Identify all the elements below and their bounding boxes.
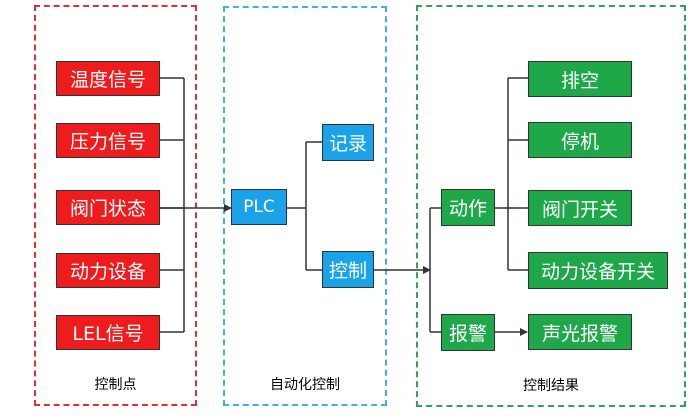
node-power-equipment: 动力设备: [56, 253, 160, 288]
node-shutdown: 停机: [528, 122, 632, 158]
node-action: 动作: [441, 189, 495, 226]
node-temperature-signal: 温度信号: [56, 61, 160, 96]
node-plc: PLC: [231, 189, 287, 225]
group-control-points: 控制点: [34, 5, 197, 406]
node-valve-switch: 阀门开关: [528, 190, 632, 226]
node-exhaust: 排空: [528, 61, 632, 97]
group-label-control-points: 控制点: [94, 377, 137, 393]
node-sound-light-alarm: 声光报警: [528, 314, 632, 350]
group-label-automation: 自动化控制: [270, 377, 340, 393]
node-record: 记录: [322, 124, 374, 161]
node-lel-signal: LEL信号: [56, 315, 160, 350]
node-control: 控制: [322, 251, 374, 288]
group-results: 控制结果: [416, 5, 686, 407]
node-valve-state: 阀门状态: [56, 190, 160, 225]
node-alarm: 报警: [441, 314, 495, 351]
node-power-equipment-switch: 动力设备开关: [528, 252, 668, 289]
node-pressure-signal: 压力信号: [56, 123, 160, 158]
group-label-results: 控制结果: [523, 378, 579, 394]
